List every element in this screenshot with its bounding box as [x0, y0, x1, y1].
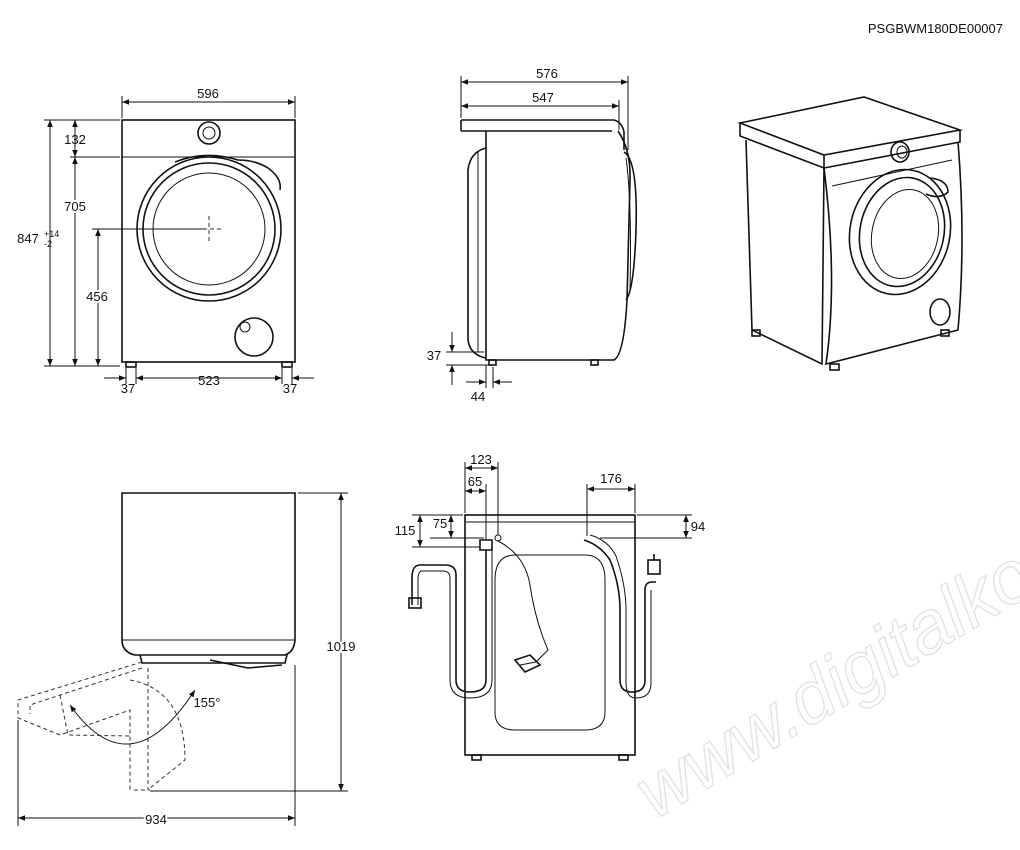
dim-back-a: 123 — [470, 452, 492, 467]
dim-back-b: 65 — [468, 474, 482, 489]
dim-foot-right: 37 — [283, 381, 297, 396]
dim-tol-plus: +14 — [44, 229, 59, 239]
dim-tol-minus: -2 — [44, 239, 52, 249]
svg-text:www.digitalko.hu: www.digitalko.hu — [620, 479, 1020, 834]
dim-front-top: 132 — [64, 132, 86, 147]
dim-back-c: 176 — [600, 471, 622, 486]
dim-door-center: 456 — [86, 289, 108, 304]
top-view: 155° 1019 934 — [17, 492, 357, 829]
dim-back-f: 94 — [691, 519, 705, 534]
document-code: PSGBWM180DE00007 — [868, 21, 1003, 36]
dim-back-d: 115 — [395, 523, 416, 538]
dim-side-foot-height: 37 — [427, 348, 441, 363]
dim-foot-span: 523 — [198, 373, 220, 388]
dim-back-e: 75 — [433, 516, 447, 531]
dim-top-depth: 1019 — [327, 639, 356, 654]
dim-front-door-height: 705 — [64, 199, 86, 214]
dim-top-width: 934 — [145, 812, 167, 827]
dim-foot-left: 37 — [121, 381, 135, 396]
dim-front-width: 596 — [197, 86, 219, 101]
watermark: www.digitalko.hu — [620, 478, 1020, 834]
side-view: 576 547 37 44 — [427, 66, 638, 404]
front-view: 596 847 +14 -2 132 705 456 37 523 37 — [17, 86, 314, 396]
dim-side-body: 547 — [532, 90, 554, 105]
dim-front-total-height: 847 — [17, 231, 39, 246]
dim-side-foot-offset: 44 — [471, 389, 485, 404]
isometric-view — [737, 96, 964, 371]
dim-door-angle: 155° — [194, 695, 221, 710]
dim-side-total: 576 — [536, 66, 558, 81]
back-view: 123 65 176 115 75 94 — [395, 452, 705, 761]
